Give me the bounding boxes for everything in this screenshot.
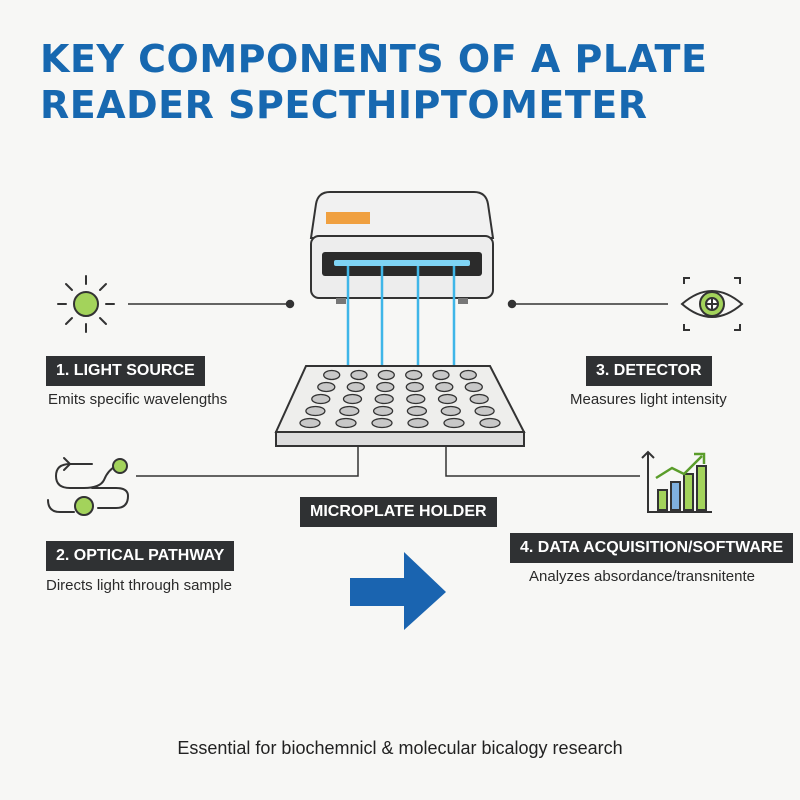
data-acquisition-description: Analyzes absordance/transnitente <box>529 568 755 585</box>
microplate-wells <box>299 369 501 429</box>
microplate-well <box>335 417 357 429</box>
footer-caption: Essential for biochemnicl & molecular bi… <box>177 738 623 758</box>
sun-icon <box>57 275 115 333</box>
light-source-connector-dot <box>285 299 295 309</box>
microplate-well <box>440 405 461 417</box>
microplate-well <box>374 393 394 405</box>
microplate <box>274 365 526 447</box>
title-line-2: READER SPECTHIPTOMETER <box>40 83 648 127</box>
microplate-well <box>443 417 465 429</box>
microplate-well <box>406 405 428 417</box>
microplate-well <box>432 369 450 381</box>
microplate-well <box>459 369 477 381</box>
microplate-well <box>464 381 483 393</box>
microplate-well <box>405 369 423 381</box>
data-acquisition-label: 4. DATA ACQUISITION/SOFTWARE <box>510 533 794 563</box>
eye-detector-icon <box>680 277 744 331</box>
optical-pathway-description: Directs light through sample <box>46 577 232 594</box>
detector-label: 3. DETECTOR <box>586 356 712 386</box>
microplate-well <box>317 381 336 393</box>
page-title: KEY COMPONENTS OF A PLATE READER SPECTHI… <box>40 36 760 128</box>
pathway-icon <box>47 457 130 516</box>
microplate-well <box>339 405 360 417</box>
microplate-well <box>342 393 363 405</box>
microplate-well <box>479 417 501 429</box>
microplate-well <box>376 381 395 393</box>
flow-arrow <box>350 552 446 630</box>
title-line-1: KEY COMPONENTS OF A PLATE <box>40 37 708 81</box>
microplate-well <box>311 393 331 405</box>
microplate-well <box>474 405 495 417</box>
bar-chart-trend-icon <box>641 450 712 513</box>
microplate-well <box>350 369 368 381</box>
microplate-well <box>407 417 429 429</box>
microplate-well <box>305 405 326 417</box>
microplate-well <box>371 417 393 429</box>
microplate-well <box>405 381 424 393</box>
microplate-well <box>299 417 321 429</box>
microplate-well <box>435 381 454 393</box>
detector-description: Measures light intensity <box>570 391 727 408</box>
light-source-label: 1. LIGHT SOURCE <box>46 356 205 386</box>
microplate-well <box>437 393 458 405</box>
light-source-description: Emits specific wavelengths <box>48 391 228 408</box>
microplate-well <box>346 381 365 393</box>
microplate-well <box>406 393 426 405</box>
detector-connector-dot <box>507 299 517 309</box>
status-panel <box>326 212 370 224</box>
microplate-well <box>372 405 394 417</box>
microplate-well <box>377 369 395 381</box>
microplate-well <box>469 393 489 405</box>
microplate-holder-label: MICROPLATE HOLDER <box>300 497 497 527</box>
microplate-well <box>323 369 341 381</box>
optical-pathway-label: 2. OPTICAL PATHWAY <box>46 541 235 571</box>
plate-reader-device <box>309 191 495 304</box>
